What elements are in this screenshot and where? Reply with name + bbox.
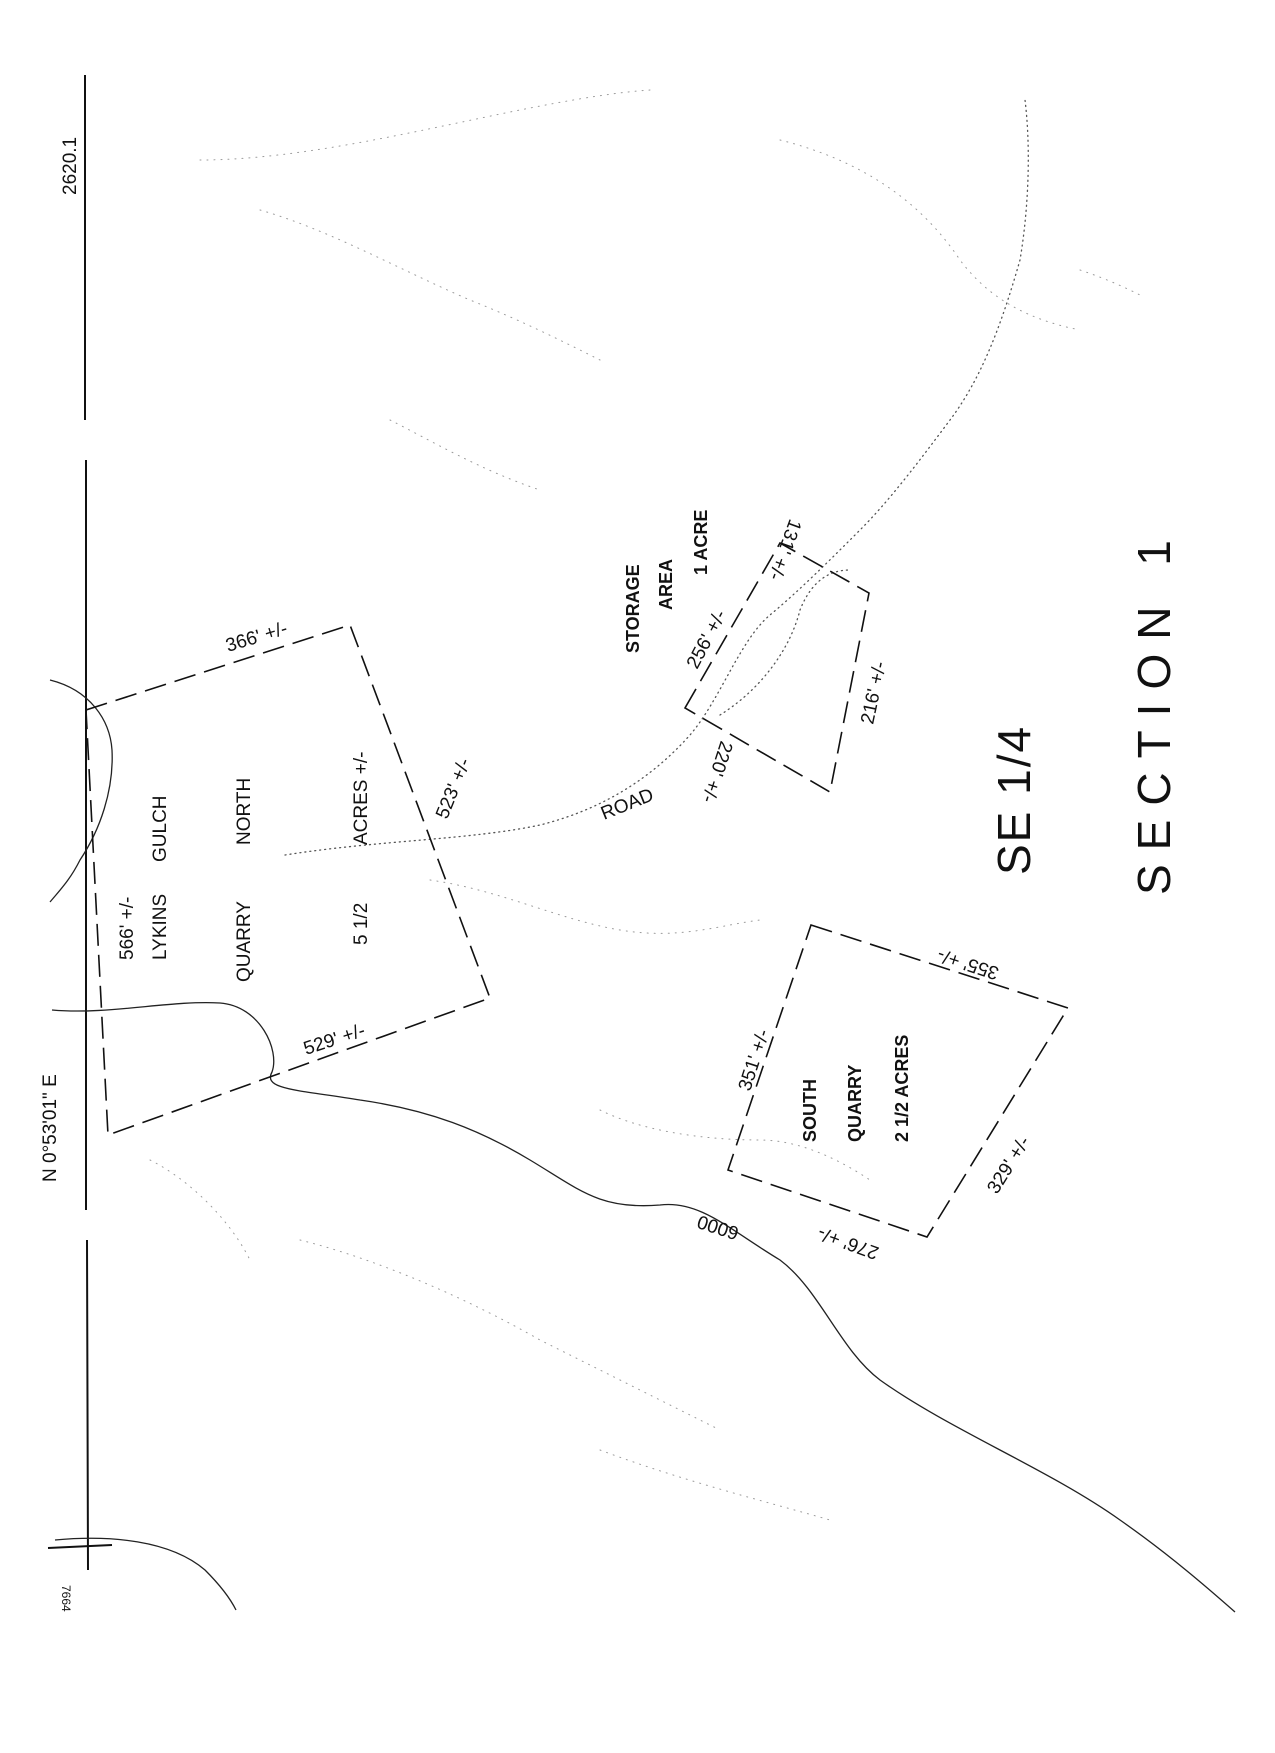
lykins-name-line4: NORTH xyxy=(234,778,255,845)
road-branch xyxy=(719,569,851,716)
terrain-contour xyxy=(1079,269,1141,296)
contour-lower-left xyxy=(54,1537,237,1611)
south-quarry-parcel xyxy=(726,923,1070,1238)
road-label: ROAD xyxy=(598,785,657,825)
lykins-name-line1: LYKINS xyxy=(150,894,171,960)
lykins-dim-left: 566' +/- xyxy=(117,897,138,960)
lykins-area-line1: 5 1/2 xyxy=(351,903,372,945)
terrain-contour xyxy=(259,209,601,361)
corner-number-bottom: 7664 xyxy=(59,1585,73,1612)
terrain-contour xyxy=(149,1159,251,1261)
storage-area-size: 1 ACRE xyxy=(691,510,711,575)
south-dim-bottom: 276' +/- xyxy=(815,1222,882,1263)
lykins-area-line2: ACRES +/- xyxy=(351,752,372,845)
south-name-line1: SOUTH xyxy=(800,1079,820,1142)
contour-6000 xyxy=(51,1001,1236,1613)
terrain-contour xyxy=(429,879,761,934)
road-line xyxy=(284,99,1029,856)
terrain-contour xyxy=(779,139,1081,331)
storage-area-parcel xyxy=(683,541,870,794)
terrain-contour xyxy=(599,1109,871,1181)
lykins-dim-top: 366' +/- xyxy=(223,618,290,657)
section-label: SECTION 1 xyxy=(1128,526,1180,895)
corner-tick xyxy=(47,1544,113,1549)
terrain-contour xyxy=(299,1239,721,1431)
terrain-contour xyxy=(599,1449,831,1521)
south-dim-right: 329' +/- xyxy=(983,1133,1034,1198)
south-dim-left: 351' +/- xyxy=(735,1027,775,1094)
storage-name-line1: STORAGE xyxy=(623,564,643,653)
south-dim-top: 355' +/- xyxy=(935,944,1002,984)
terrain-contour xyxy=(389,419,541,491)
storage-dim-top-right: 131' +/- xyxy=(764,516,805,583)
section-line xyxy=(84,75,89,1571)
contour-upper xyxy=(49,679,113,903)
lykins-gulch-parcel xyxy=(85,624,492,1137)
terrain-contour xyxy=(199,89,651,161)
south-area-size: 2 1/2 ACRES xyxy=(892,1035,912,1142)
lykins-name-line3: QUARRY xyxy=(234,901,255,982)
corner-number-top: 2620.1 xyxy=(60,137,81,195)
lykins-dim-right: 523' +/- xyxy=(432,755,475,822)
bearing-label: N 0°53'01" E xyxy=(40,1074,61,1182)
quarter-label: SE 1/4 xyxy=(988,725,1040,875)
lykins-name-line2: GULCH xyxy=(150,795,171,862)
storage-dim-bottom: 220' +/- xyxy=(697,738,737,805)
contour-label: 6000 xyxy=(695,1210,742,1243)
storage-dim-right: 216' +/- xyxy=(857,660,891,726)
storage-name-line2: AREA xyxy=(656,559,676,610)
south-name-line2: QUARRY xyxy=(845,1065,865,1142)
